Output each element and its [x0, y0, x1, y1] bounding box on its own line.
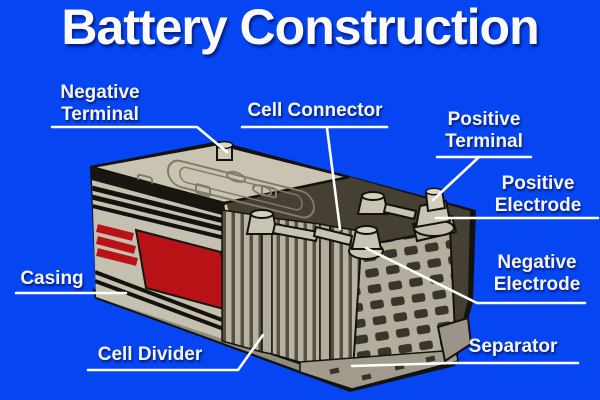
corner-foot [436, 316, 473, 363]
label-positive-terminal: Positive Terminal [445, 109, 523, 152]
connector-strap-3 [382, 202, 418, 221]
negative-terminal-post [215, 140, 234, 161]
separator-leader [350, 361, 454, 368]
battery-lid [90, 142, 350, 219]
label-positive-electrode: Positive Electrode [494, 173, 582, 216]
connector-strap-1 [271, 222, 320, 243]
label-separator: Separator [468, 336, 558, 357]
negative-terminal-leader [50, 125, 229, 154]
cell-posts [245, 191, 418, 260]
label-negative-terminal: Negative Terminal [60, 82, 140, 125]
label-negative-electrode: Negative Electrode [493, 252, 581, 295]
cell-connector-leader [325, 126, 342, 231]
cell-divider-leader [86, 333, 265, 372]
page-title: Battery Construction [61, 0, 539, 55]
cell-feet [299, 316, 473, 390]
cell-plates [221, 209, 458, 388]
label-casing: Casing [20, 268, 84, 289]
negative-electrode-leader [364, 246, 479, 305]
label-cell-divider: Cell Divider [97, 344, 203, 365]
label-cell-connector: Cell Connector [247, 100, 383, 121]
positive-terminal-post [411, 187, 458, 243]
positive-terminal-leader [431, 155, 481, 202]
connector-strap-2 [312, 225, 354, 247]
